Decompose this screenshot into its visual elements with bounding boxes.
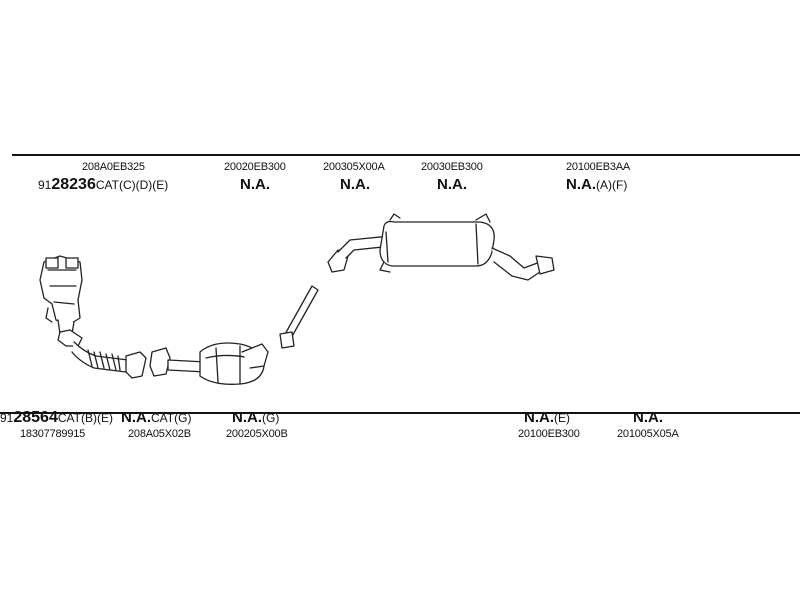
bottom-part-na-2[interactable]: N.A.CAT(G) <box>121 410 191 425</box>
top-part-code-5: 20100EB3AA <box>566 161 631 173</box>
bottom-part-code-5: 201005X05A <box>617 428 679 440</box>
top-part-na-4[interactable]: N.A. <box>437 176 467 193</box>
top-part-na-3[interactable]: N.A. <box>340 176 370 193</box>
part-suffix: CAT(C)(D)(E) <box>95 178 169 192</box>
bottom-part-code-4: 20100EB300 <box>518 428 580 440</box>
na-suffix: CAT(G) <box>151 411 192 425</box>
na-suffix: (A)(F) <box>596 178 628 192</box>
part-prefix: 91 <box>38 178 52 192</box>
exhaust-manifold-icon[interactable] <box>39 255 83 335</box>
na-suffix: (G) <box>262 411 280 425</box>
top-part-code-4: 20030EB300 <box>421 161 483 173</box>
na-label: N.A. <box>232 409 262 426</box>
top-part-number-1[interactable]: 9128236CAT(C)(D)(E) <box>38 177 168 193</box>
top-part-na-2[interactable]: N.A. <box>240 176 270 193</box>
na-label: N.A. <box>121 409 151 426</box>
na-label: N.A. <box>524 409 554 426</box>
top-part-code-3: 200305X00A <box>323 161 385 173</box>
na-label: N.A. <box>566 176 596 193</box>
part-prefix: 91 <box>0 411 14 425</box>
part-number: 28236 <box>51 176 96 193</box>
bottom-part-na-5[interactable]: N.A. <box>633 409 663 426</box>
bottom-part-code-2: 208A05X02B <box>128 428 191 440</box>
top-divider-line <box>12 154 800 156</box>
part-number: 28564 <box>13 409 58 426</box>
part-suffix: CAT(B)(E) <box>57 411 113 425</box>
bottom-part-code-1: 18307789915 <box>20 428 86 440</box>
bottom-part-na-4[interactable]: N.A.(E) <box>524 410 570 425</box>
rear-muffler-icon[interactable] <box>327 213 555 281</box>
bottom-divider-line <box>0 412 800 414</box>
catalytic-converter-icon[interactable] <box>149 342 269 385</box>
front-pipe-icon[interactable] <box>57 329 147 379</box>
top-part-code-2: 20020EB300 <box>224 161 286 173</box>
bottom-part-number-1[interactable]: 9128564CAT(B)(E) <box>0 410 113 426</box>
bottom-part-na-3[interactable]: N.A.(G) <box>232 410 279 425</box>
na-suffix: (E) <box>554 411 570 425</box>
top-part-na-5[interactable]: N.A.(A)(F) <box>566 177 627 192</box>
intermediate-pipe-icon[interactable] <box>279 285 319 349</box>
bottom-part-code-3: 200205X00B <box>226 428 288 440</box>
top-part-code-1: 208A0EB325 <box>82 161 145 173</box>
